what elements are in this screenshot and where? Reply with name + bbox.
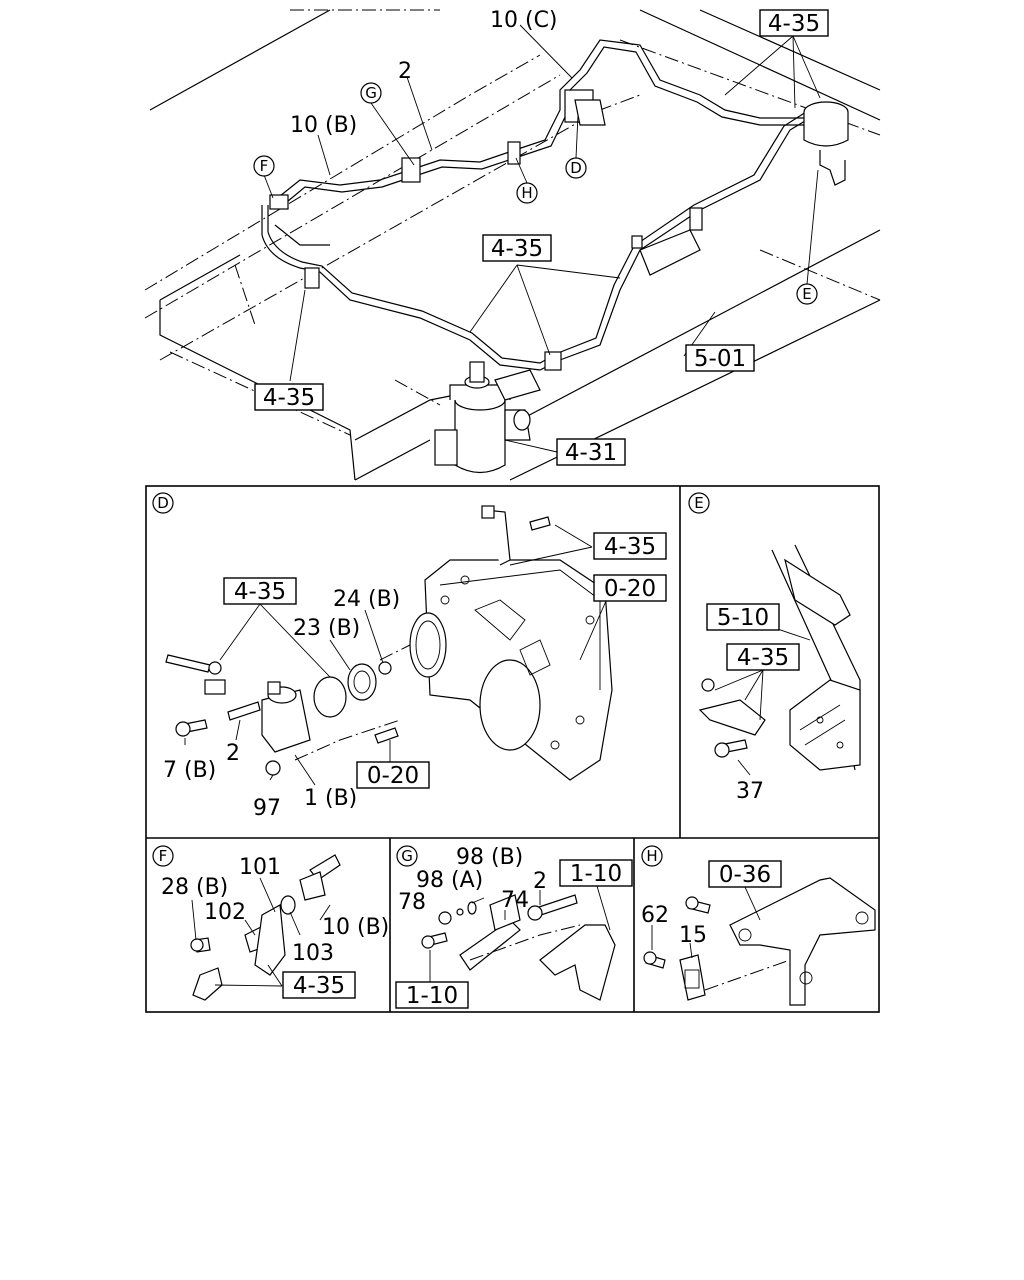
panel-e-letter: E [694, 494, 703, 512]
panel-d-label-7b: 7 (B) [163, 758, 216, 783]
ref-4-35-mid: 4-35 [491, 236, 543, 262]
panel-g: G 1-10 1-10 98 (B) 98 (A) 78 74 2 [395, 845, 633, 1009]
callout-2: 2 [398, 59, 412, 84]
panel-e-ref-5-10: 5-10 [717, 605, 769, 631]
panel-d-letter: D [157, 494, 169, 512]
panel-d-ref-0-20-b: 0-20 [367, 763, 419, 789]
panel-d-label-1b: 1 (B) [304, 786, 357, 811]
panel-h-label-62: 62 [641, 903, 669, 928]
panel-g-ref-1-10-a: 1-10 [570, 861, 622, 887]
panel-d-label-23b: 23 (B) [293, 616, 360, 641]
ref-5-01: 5-01 [694, 346, 746, 372]
panel-d-label-97: 97 [253, 796, 281, 821]
ref-4-35-top: 4-35 [768, 11, 820, 37]
panel-e: E 5-10 4-35 37 [688, 492, 861, 804]
panel-f-letter: F [159, 847, 168, 865]
panel-d-label-2: 2 [226, 741, 240, 766]
panel-g-label-74: 74 [501, 888, 529, 913]
panel-e-ref-4-35: 4-35 [737, 645, 789, 671]
panel-f: F 4-35 101 28 (B) 102 103 10 (B) [152, 845, 389, 1001]
panel-f-label-102: 102 [204, 900, 246, 925]
panel-d-ref-0-20-a: 0-20 [604, 576, 656, 602]
circle-label-d: D [570, 159, 582, 177]
callout-10c: 10 (C) [490, 8, 558, 33]
panel-g-label-98a: 98 (A) [416, 868, 483, 893]
circle-label-h: H [521, 184, 532, 202]
panel-f-label-10b: 10 (B) [322, 915, 389, 940]
ref-4-35-left: 4-35 [263, 385, 315, 411]
panel-e-label-37: 37 [736, 779, 764, 804]
callout-10b: 10 (B) [290, 113, 357, 138]
circle-label-g: G [365, 84, 377, 102]
panel-f-label-103: 103 [292, 941, 334, 966]
circle-label-f: F [260, 157, 269, 175]
panel-f-ref-4-35: 4-35 [293, 973, 345, 999]
detail-panels-frame [145, 485, 880, 1013]
circle-label-e: E [802, 285, 811, 303]
panel-g-label-98b: 98 (B) [456, 845, 523, 870]
panel-d-ref-4-35-a: 4-35 [234, 579, 286, 605]
panel-d-ref-4-35-b: 4-35 [604, 534, 656, 560]
ref-4-31: 4-31 [565, 440, 617, 466]
panel-g-letter: G [401, 847, 413, 865]
panel-g-ref-1-10-b: 1-10 [406, 983, 458, 1009]
panel-d: D [152, 492, 667, 821]
panel-h-label-15: 15 [679, 923, 707, 948]
panel-h: H 0-36 62 15 [641, 845, 876, 1006]
chassis-overview: 4-35 4-35 4-35 5-01 4-31 10 (C) 2 10 (B)… [144, 8, 881, 481]
panel-g-label-2: 2 [533, 869, 547, 894]
panel-g-label-78: 78 [398, 890, 426, 915]
panel-d-label-24b: 24 (B) [333, 587, 400, 612]
panel-h-letter: H [646, 847, 657, 865]
panel-h-ref-0-36: 0-36 [719, 862, 771, 888]
panel-f-label-101: 101 [239, 855, 281, 880]
panel-f-label-28b: 28 (B) [161, 875, 228, 900]
